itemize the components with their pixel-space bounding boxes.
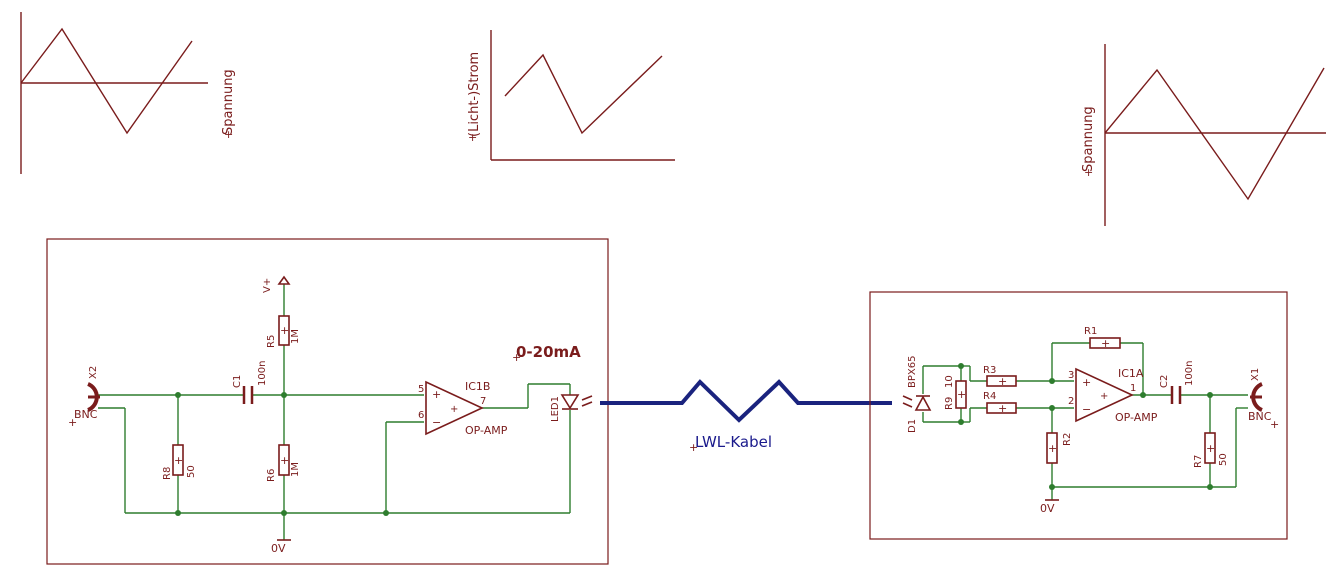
capacitor-name: C2 <box>1159 375 1170 388</box>
origin-mark: + <box>468 131 477 144</box>
triangle-wave <box>1104 67 1325 201</box>
svg-text:+: + <box>432 388 441 401</box>
capacitor-c2: C2 100n <box>1159 361 1195 404</box>
pin-minus: 6 <box>418 410 424 421</box>
svg-text:+: + <box>1206 442 1215 455</box>
svg-text:+: + <box>1100 391 1108 402</box>
opamp-name: IC1B <box>465 380 490 393</box>
pin-plus: 5 <box>418 384 424 395</box>
svg-text:+: + <box>280 454 289 467</box>
opamp-type: OP-AMP <box>1115 411 1158 424</box>
ground-receiver: 0V <box>1040 499 1059 515</box>
resistor-name: R1 <box>1084 326 1097 337</box>
connector-type: BNC <box>1248 410 1272 423</box>
ground-transmitter: 0V <box>271 539 291 555</box>
fiber-cable <box>600 379 892 423</box>
plot-label: Spannung <box>221 69 236 135</box>
resistor-r2: + R2 <box>1046 432 1073 464</box>
resistor-r7: + R7 50 <box>1193 432 1229 468</box>
svg-text:+: + <box>280 324 289 337</box>
svg-text:+: + <box>68 416 77 429</box>
resistor-name: R8 <box>162 467 173 480</box>
svg-text:+: + <box>1048 442 1057 455</box>
capacitor-c1: C1 100n <box>232 361 268 404</box>
resistor-r4: + R4 <box>983 391 1017 415</box>
svg-text:+: + <box>689 441 698 454</box>
bnc-connector-x1: X1 BNC + <box>1248 368 1279 431</box>
connector-name: X1 <box>1250 368 1261 381</box>
svg-text:+: + <box>1101 337 1110 350</box>
resistor-r5: + R5 1M <box>266 315 301 348</box>
svg-text:+: + <box>1082 376 1091 389</box>
svg-text:+: + <box>998 402 1007 415</box>
resistor-r3: + R3 <box>983 365 1017 388</box>
resistor-value: 1M <box>290 462 301 477</box>
origin-mark: + <box>1084 166 1093 179</box>
plot-label: Spannung <box>1081 106 1096 172</box>
resistor-name: R4 <box>983 391 996 402</box>
svg-text:+: + <box>174 454 183 467</box>
resistor-name: R9 <box>944 397 955 410</box>
resistor-name: R3 <box>983 365 996 376</box>
opamp-type: OP-AMP <box>465 424 508 437</box>
svg-text:+: + <box>998 375 1007 388</box>
receiver-frame <box>869 291 1288 540</box>
svg-text:−: − <box>1082 403 1091 416</box>
svg-text:+: + <box>512 351 521 364</box>
resistor-value: 10 <box>944 375 955 388</box>
receiver-wires <box>922 342 1248 500</box>
ground-label: 0V <box>271 542 286 555</box>
resistor-name: R7 <box>1193 455 1204 468</box>
pin-out: 1 <box>1130 383 1136 394</box>
svg-text:+: + <box>957 388 966 401</box>
triangle-wave <box>504 53 663 135</box>
resistor-r8: + R8 50 <box>162 444 197 480</box>
pin-minus: 2 <box>1068 396 1074 407</box>
opamp-ic1a: + − + 3 2 1 IC1A OP-AMP <box>1068 367 1158 424</box>
cable-label: LWL-Kabel <box>695 433 772 451</box>
capacitor-name: C1 <box>232 375 243 388</box>
connector-type: BNC <box>74 408 98 421</box>
opamp-ic1b: + − + 5 6 7 IC1B OP-AMP <box>418 380 508 437</box>
input-voltage-plot: Spannung + <box>20 12 236 174</box>
light-current-plot: (Licht-)Strom + <box>467 30 675 161</box>
plot-label: (Licht-)Strom <box>467 52 482 137</box>
supply-label: V+ <box>262 278 273 293</box>
resistor-name: R2 <box>1062 433 1073 446</box>
resistor-r1: + R1 <box>1084 326 1121 350</box>
diode-name: D1 <box>907 419 918 433</box>
resistor-r9: + R9 10 <box>944 375 967 410</box>
transmitter-wires <box>98 284 571 540</box>
svg-text:+: + <box>450 404 458 415</box>
pin-out: 7 <box>480 396 486 407</box>
capacitor-value: 100n <box>257 361 268 386</box>
ground-label: 0V <box>1040 502 1055 515</box>
origin-mark: + <box>224 128 233 141</box>
resistor-value: 1M <box>290 329 301 344</box>
current-label: 0-20mA <box>516 343 581 361</box>
resistor-value: 50 <box>186 465 197 478</box>
resistor-r6: + R6 1M <box>266 444 301 482</box>
opamp-name: IC1A <box>1118 367 1144 380</box>
photodiode-d1: D1 BPX65 <box>902 356 932 433</box>
led-name: LED1 <box>550 396 561 422</box>
diode-type: BPX65 <box>907 356 918 388</box>
transmitter-frame <box>46 238 609 565</box>
led-led1: LED1 <box>550 394 593 422</box>
triangle-wave <box>20 27 193 135</box>
resistor-value: 50 <box>1218 453 1229 466</box>
connector-name: X2 <box>88 366 99 379</box>
pin-plus: 3 <box>1068 370 1074 381</box>
resistor-name: R5 <box>266 335 277 348</box>
output-voltage-plot: Spannung + <box>1081 44 1326 226</box>
svg-text:−: − <box>432 416 441 429</box>
capacitor-value: 100n <box>1184 361 1195 386</box>
svg-text:+: + <box>1270 418 1279 431</box>
bnc-connector-x2: X2 BNC + <box>68 366 100 429</box>
resistor-name: R6 <box>266 469 277 482</box>
supply-v-plus: V+ <box>262 275 291 293</box>
